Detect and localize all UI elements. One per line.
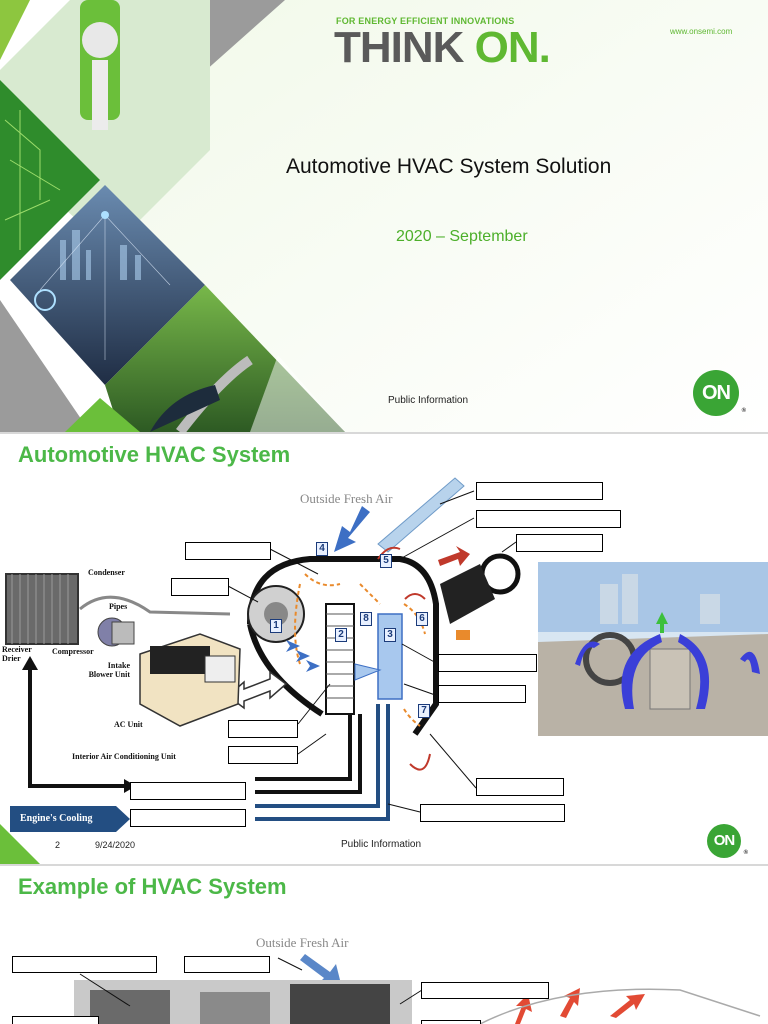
blank-label-box[interactable] [12, 956, 157, 973]
hvac-example-diagram [0, 866, 768, 1024]
component-number-7: 7 [418, 704, 430, 718]
logo-text: ON [714, 832, 735, 849]
intake-blower-label: Intake Blower Unit [84, 662, 130, 680]
outside-air-label: Outside Fresh Air [300, 491, 392, 507]
blank-label-box[interactable] [438, 685, 526, 703]
blank-label-box[interactable] [476, 482, 603, 500]
blank-label-box[interactable] [421, 1020, 481, 1024]
blank-label-box[interactable] [228, 720, 298, 738]
blank-label-box[interactable] [476, 778, 564, 796]
slide-date: 9/24/2020 [95, 840, 135, 850]
component-number-8: 8 [360, 612, 372, 626]
component-number-2: 2 [335, 628, 347, 642]
blank-label-box[interactable] [130, 809, 246, 827]
brand-word-think: THINK [334, 23, 463, 72]
on-semi-logo-icon: ON ® [693, 370, 739, 416]
classification-label: Public Information [388, 395, 468, 406]
ac-unit-label: AC Unit [114, 720, 143, 729]
blank-label-box[interactable] [438, 654, 537, 672]
brand-word-on: ON. [475, 23, 550, 72]
pipes-label: Pipes [109, 602, 127, 611]
receiver-drier-label: Receiver Drier [2, 646, 38, 664]
classification-label: Public Information [341, 839, 421, 850]
component-number-1: 1 [270, 619, 282, 633]
logo-text: ON [702, 382, 730, 404]
page-number: 2 [55, 840, 60, 850]
compressor-label: Compressor [52, 647, 94, 656]
interior-ac-unit-label: Interior Air Conditioning Unit [72, 752, 176, 761]
component-number-4: 4 [316, 542, 328, 556]
hvac-example-slide: Example of HVAC System Outside Fresh Air [0, 866, 768, 1024]
on-semi-logo-icon: ON ® [707, 824, 741, 858]
blank-label-box[interactable] [171, 578, 229, 596]
blank-label-box[interactable] [421, 982, 549, 999]
blank-label-box[interactable] [476, 510, 621, 528]
presentation-date: 2020 – September [396, 228, 528, 246]
brand-wordmark: THINK ON. [334, 26, 550, 70]
logo-registered-mark: ® [744, 850, 747, 856]
blank-label-box[interactable] [228, 746, 298, 764]
blank-label-box[interactable] [130, 782, 246, 800]
blank-label-box[interactable] [12, 1016, 99, 1024]
condenser-label: Condenser [88, 568, 125, 577]
blank-label-box[interactable] [516, 534, 603, 552]
logo-registered-mark: ® [742, 408, 745, 414]
title-slide: FOR ENERGY EFFICIENT INNOVATIONS THINK O… [0, 0, 768, 432]
blank-label-box[interactable] [185, 542, 271, 560]
component-number-5: 5 [380, 554, 392, 568]
website-link[interactable]: www.onsemi.com [670, 27, 732, 36]
blank-label-box[interactable] [184, 956, 270, 973]
blank-label-box[interactable] [420, 804, 565, 822]
presentation-title: Automotive HVAC System Solution [286, 155, 611, 179]
corner-accent [0, 814, 50, 864]
component-number-3: 3 [384, 628, 396, 642]
component-number-6: 6 [416, 612, 428, 626]
hvac-system-slide: Automotive HVAC System [0, 434, 768, 864]
